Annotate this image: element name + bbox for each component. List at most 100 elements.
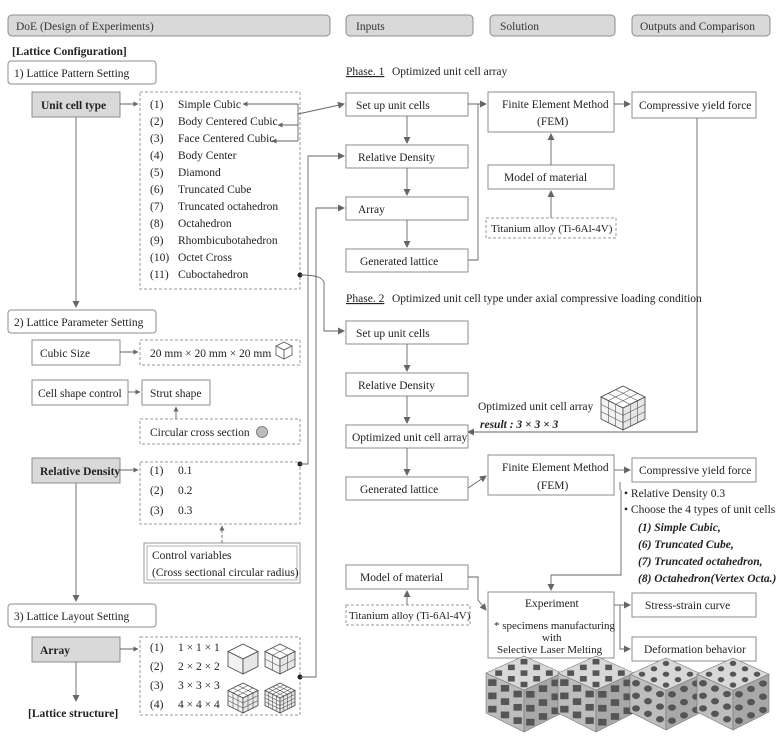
array-value: 1 × 1 × 1 bbox=[178, 642, 220, 654]
parameter-setting-label: 2) Lattice Parameter Setting bbox=[14, 317, 144, 329]
p2-deformation-box bbox=[631, 636, 757, 662]
density-list: (1)0.1(2)0.2(3)0.3 bbox=[150, 465, 193, 517]
lattice-config-label: [Lattice Configuration] bbox=[12, 46, 127, 58]
header-solution-label: Solution bbox=[500, 21, 539, 33]
density-value: 0.2 bbox=[178, 485, 193, 497]
cell-shape-control-box bbox=[31, 379, 129, 406]
p2-fem-abbr: (FEM) bbox=[537, 480, 568, 492]
array-cube-3-icon bbox=[227, 682, 259, 714]
p1-model-label: Model of material bbox=[504, 172, 587, 184]
chosen-cells-list: (1) Simple Cubic, (6) Truncated Cube, (7) … bbox=[638, 522, 776, 585]
p2-exp-line2: with bbox=[542, 632, 562, 644]
p2-generated-label: Generated lattice bbox=[360, 484, 438, 496]
control-variables-detail: (Cross sectional circular radius) bbox=[152, 567, 299, 579]
specimen-octahedron bbox=[696, 657, 770, 731]
p1-output-box bbox=[631, 91, 757, 119]
unit-cell-num: (5) bbox=[150, 167, 164, 179]
cubic-size-value: 20 mm × 20 mm × 20 mm bbox=[150, 348, 271, 360]
p2-fem-label: Finite Element Method bbox=[502, 462, 609, 474]
p2-generated-box bbox=[345, 476, 469, 501]
cell-shape-control-label: Cell shape control bbox=[38, 388, 122, 400]
array-label: Array bbox=[40, 645, 70, 657]
density-num: (1) bbox=[150, 465, 164, 477]
unit-cell-name: Simple Cubic bbox=[178, 99, 241, 111]
header-inputs: Inputs bbox=[345, 14, 474, 37]
pattern-setting-label: 1) Lattice Pattern Setting bbox=[14, 68, 130, 80]
p1-setup-label: Set up unit cells bbox=[356, 100, 430, 112]
header-solution: Solution bbox=[489, 14, 616, 37]
unit-cell-num: (10) bbox=[150, 252, 169, 264]
array-icons bbox=[227, 643, 296, 714]
p2-stress-strain-box bbox=[631, 592, 757, 618]
header-inputs-label: Inputs bbox=[356, 21, 385, 33]
unit-cell-name: Body Centered Cubic bbox=[178, 116, 278, 128]
chosen-cell: (8) Octahedron(Vertex Octa.) bbox=[638, 573, 776, 585]
unit-cell-list-box bbox=[139, 91, 301, 290]
unit-cell-name: Rhombicubotahedron bbox=[178, 235, 278, 247]
unit-cell-name: Face Centered Cubic bbox=[178, 133, 274, 145]
unit-cell-name: Cuboctahedron bbox=[178, 269, 249, 281]
unit-cell-num: (4) bbox=[150, 150, 164, 162]
p2-result-value: result : 3 × 3 × 3 bbox=[480, 419, 559, 431]
unit-cell-type-box bbox=[31, 91, 121, 118]
cubic-size-value-box bbox=[139, 339, 301, 366]
array-value: 2 × 2 × 2 bbox=[178, 661, 220, 673]
chosen-cell: (6) Truncated Cube, bbox=[638, 539, 734, 551]
p1-fem-label: Finite Element Method bbox=[502, 99, 609, 111]
p2-output-label: Compressive yield force bbox=[639, 465, 751, 477]
p1-array-label: Array bbox=[358, 204, 385, 216]
layout-setting-label: 3) Lattice Layout Setting bbox=[14, 611, 130, 623]
p1-titanium-label: Titanium alloy (Ti-6Al-4V) bbox=[491, 223, 613, 235]
p1-output-label: Compressive yield force bbox=[639, 100, 751, 112]
unit-cell-name: Diamond bbox=[178, 167, 221, 179]
strut-shape-box bbox=[141, 379, 211, 406]
cube-icon bbox=[275, 341, 293, 360]
chosen-cell: (7) Truncated octahedron, bbox=[638, 556, 762, 568]
unit-cell-type-label: Unit cell type bbox=[41, 100, 106, 112]
p2-experiment-label: Experiment bbox=[525, 598, 579, 610]
result-cube-icon bbox=[600, 385, 646, 431]
p2-exp-line1: * specimens manufacturing bbox=[494, 620, 615, 632]
unit-cell-name: Octahedron bbox=[178, 218, 232, 230]
header-outputs-label: Outputs and Comparison bbox=[640, 21, 755, 33]
p2-experiment-box bbox=[487, 591, 615, 659]
p2-optimized-array-label: Optimized unit cell array bbox=[352, 432, 468, 444]
unit-cell-num: (1) bbox=[150, 99, 164, 111]
p2-exp-line3: Selective Laser Melting bbox=[497, 644, 603, 656]
unit-cell-num: (7) bbox=[150, 201, 164, 213]
array-num: (2) bbox=[150, 661, 164, 673]
density-num: (3) bbox=[150, 505, 164, 517]
unit-cell-num: (11) bbox=[150, 269, 169, 281]
density-values-box bbox=[139, 461, 301, 525]
control-variables-label: Control variables bbox=[152, 550, 232, 562]
p2-setup-label: Set up unit cells bbox=[356, 328, 430, 340]
phase1-label: Phase. 1 bbox=[346, 66, 385, 78]
cubic-size-box bbox=[31, 339, 121, 366]
unit-cell-num: (2) bbox=[150, 116, 164, 128]
array-value: 4 × 4 × 4 bbox=[178, 699, 220, 711]
unit-cell-list: (1)Simple Cubic(2)Body Centered Cubic(3)… bbox=[150, 99, 278, 281]
unit-cell-num: (9) bbox=[150, 235, 164, 247]
result-cube-3x3-icon bbox=[600, 385, 646, 431]
chosen-cell: (1) Simple Cubic, bbox=[638, 522, 721, 534]
unit-cell-name: Truncated Cube bbox=[178, 184, 251, 196]
unit-cell-num: (8) bbox=[150, 218, 164, 230]
circular-cross-box bbox=[139, 418, 301, 445]
p2-fem-box bbox=[487, 454, 615, 496]
array-cube-1-icon bbox=[227, 643, 259, 675]
p2-bullet2: • Choose the 4 types of unit cells bbox=[624, 504, 776, 516]
array-num: (4) bbox=[150, 699, 164, 711]
phase2-label: Phase. 2 bbox=[346, 293, 385, 305]
header-doe: DoE (Design of Experiments) bbox=[7, 14, 331, 37]
density-value: 0.1 bbox=[178, 465, 193, 477]
p2-deformation-label: Deformation behavior bbox=[644, 644, 746, 656]
p1-generated-label: Generated lattice bbox=[360, 256, 438, 268]
header-outputs: Outputs and Comparison bbox=[631, 14, 771, 37]
p2-titanium-label: Titanium alloy (Ti-6Al-4V) bbox=[349, 610, 471, 622]
array-list: (1)1 × 1 × 1(2)2 × 2 × 2(3)3 × 3 × 3(4)4… bbox=[150, 642, 220, 711]
array-num: (3) bbox=[150, 680, 164, 692]
unit-cell-name: Truncated octahedron bbox=[178, 201, 278, 213]
phase2-title: Optimized unit cell type under axial com… bbox=[392, 293, 702, 305]
p1-generated-box bbox=[345, 248, 469, 273]
